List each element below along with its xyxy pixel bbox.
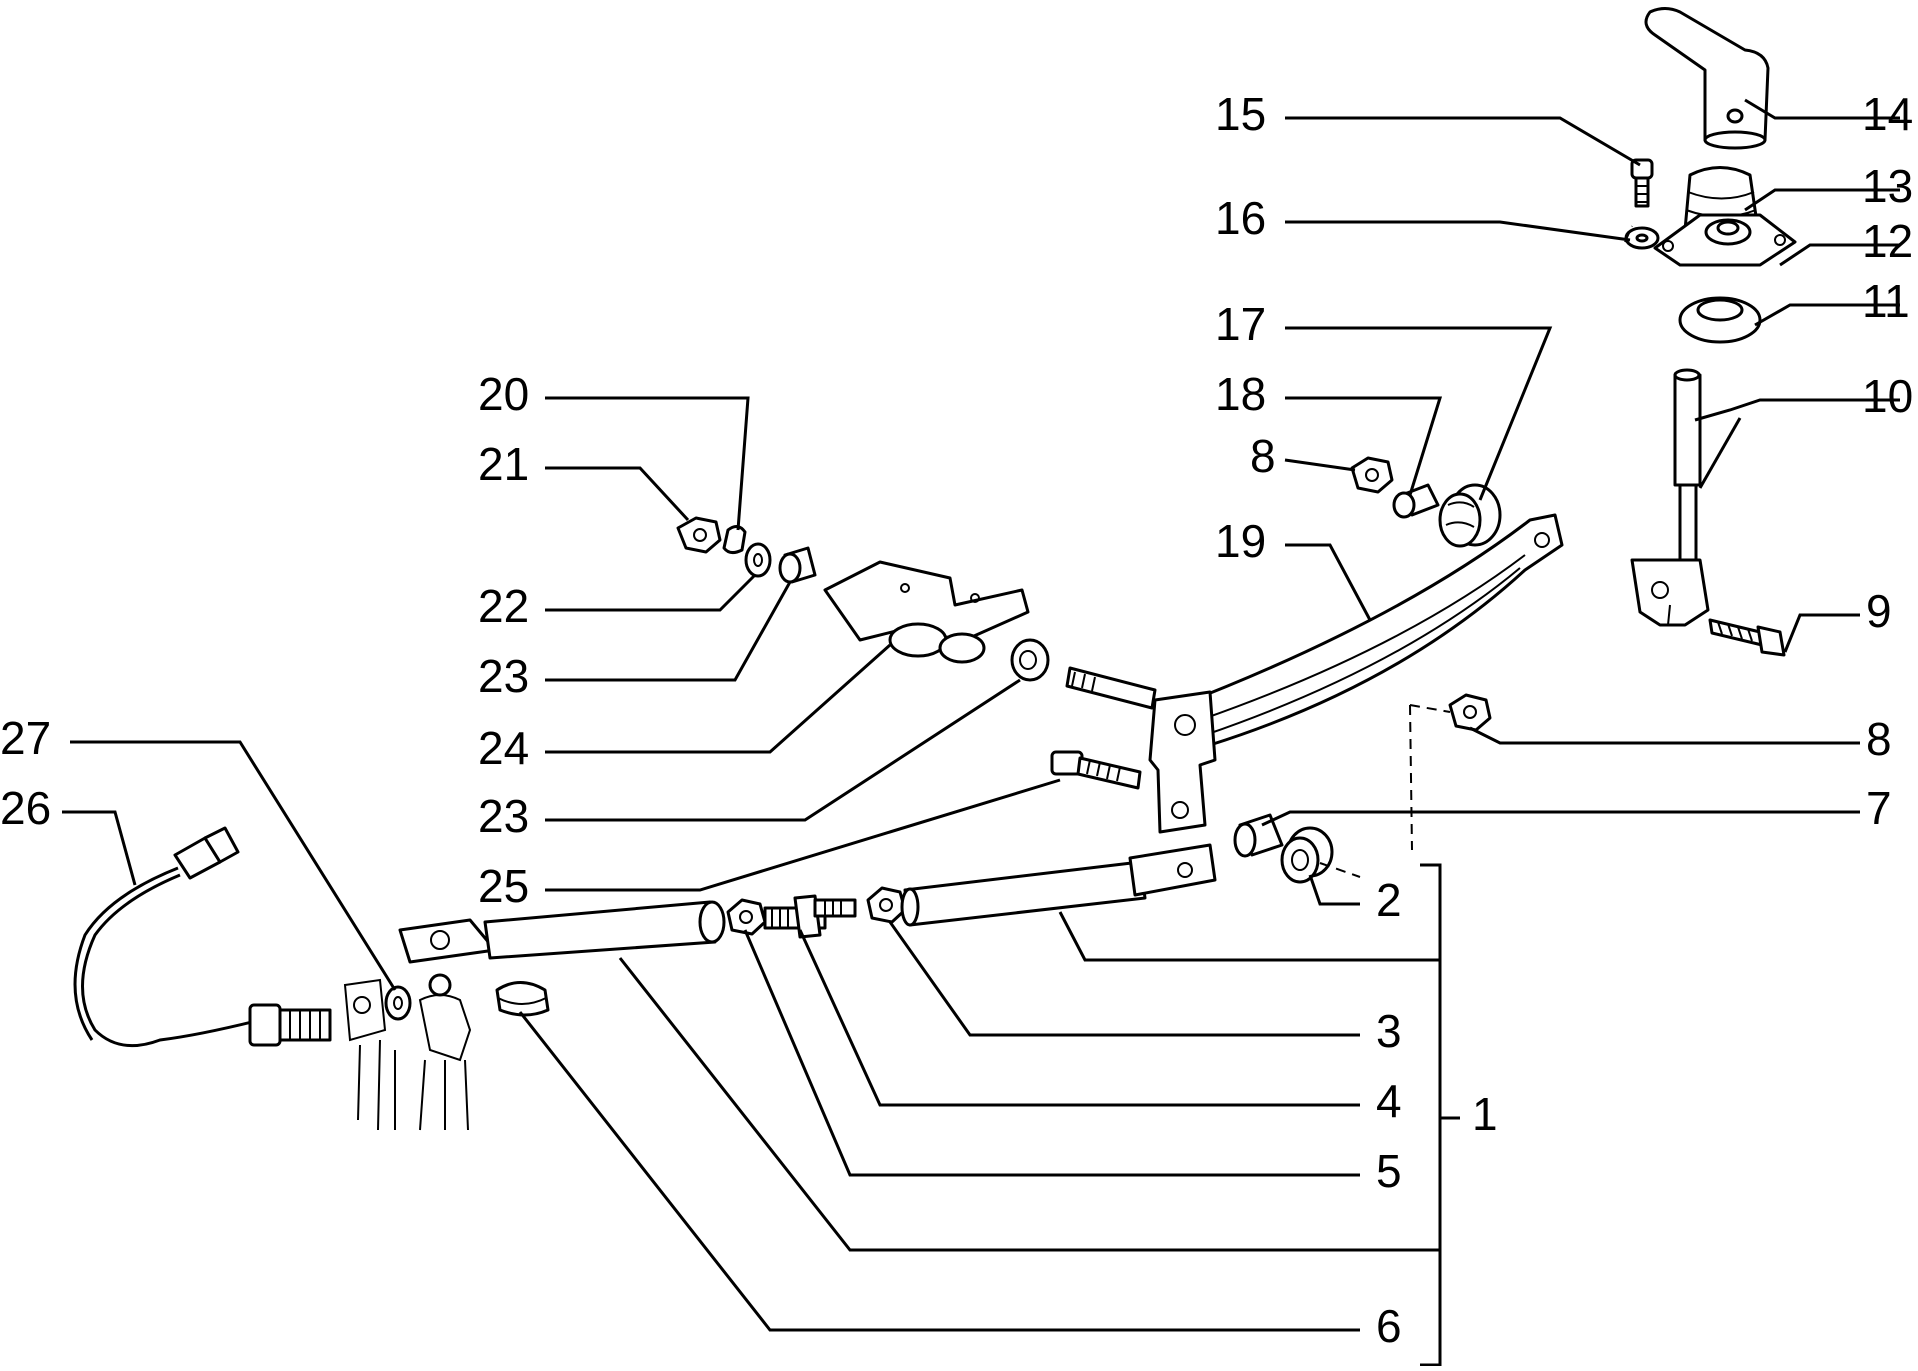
part-26-cable-connector: [73, 826, 332, 1048]
part-12-mounting-plate: [1653, 213, 1797, 267]
callout-22: 22: [478, 580, 529, 632]
callout-7: 7: [1866, 782, 1892, 834]
part-6-rubber-cap: [495, 981, 550, 1017]
callout-10: 10: [1862, 370, 1913, 422]
part-18-spacer: [1392, 483, 1440, 519]
part-8-nut-lower: [1448, 693, 1492, 732]
part-24-bracket: [823, 560, 1030, 664]
callout-25: 25: [478, 860, 529, 912]
part-5-nut: [726, 898, 767, 936]
seat-mount-ghost: [343, 973, 472, 1131]
part-9-bolt: [1708, 618, 1786, 657]
part-11-bushing: [1678, 296, 1762, 344]
part-8-nut-upper: [1350, 456, 1394, 494]
part-3-nut: [866, 886, 907, 924]
callout-14: 14: [1862, 88, 1913, 140]
assembly-dash-line: [1409, 704, 1413, 851]
callout-24: 24: [478, 722, 529, 774]
callout-19: 19: [1215, 515, 1266, 567]
callout-26: 26: [0, 782, 51, 834]
part-4-threaded-stud: [763, 894, 857, 939]
assembly-dash-line: [1409, 704, 1451, 713]
callout-27: 27: [0, 712, 51, 764]
callout-8-lower: 8: [1866, 713, 1892, 765]
callout-18: 18: [1215, 368, 1266, 420]
callout-23-upper: 23: [478, 650, 529, 702]
leader-lines: [62, 98, 1900, 1367]
part-23-bushing-upper: [778, 546, 817, 584]
callout-8-upper: 8: [1250, 430, 1276, 482]
callout-12: 12: [1862, 215, 1913, 267]
part-14-lever-knob: [1644, 7, 1770, 150]
callout-16: 16: [1215, 192, 1266, 244]
part-23-bushing-lower: [1010, 638, 1050, 682]
callout-2: 2: [1376, 874, 1402, 926]
callout-labels: 1 2 3 4 5 6 7 8 8 9 10 11 12 13 14 15 16…: [0, 88, 1913, 1352]
callout-6: 6: [1376, 1300, 1402, 1352]
part-20-split-washer: [722, 525, 747, 555]
part-25-bolt: [1050, 750, 1142, 790]
part-22-washer: [744, 542, 772, 578]
callout-13: 13: [1862, 160, 1913, 212]
part-16-washer: [1624, 226, 1660, 250]
callout-5: 5: [1376, 1145, 1402, 1197]
callout-23-lower: 23: [478, 790, 529, 842]
part-1-rod-rear: [900, 843, 1217, 927]
part-7-spacer: [1233, 813, 1284, 858]
part-17-grommet: [1438, 483, 1502, 548]
part-19-lever-arm: [1065, 513, 1564, 834]
callout-3: 3: [1376, 1005, 1402, 1057]
part-27-washer: [384, 985, 412, 1021]
part-10-lever-rod: [1630, 368, 1710, 627]
callout-20: 20: [478, 368, 529, 420]
callout-15: 15: [1215, 88, 1266, 140]
callout-9: 9: [1866, 585, 1892, 637]
callout-21: 21: [478, 438, 529, 490]
callout-1: 1: [1472, 1088, 1498, 1140]
part-1-rod-front: [398, 900, 726, 964]
assembly-dash-line: [1319, 862, 1361, 878]
callout-17: 17: [1215, 298, 1266, 350]
callout-11: 11: [1862, 275, 1910, 327]
part-15-screw: [1630, 158, 1654, 208]
callout-4: 4: [1376, 1075, 1402, 1127]
part-21-nut: [676, 516, 722, 554]
part-2-bushing: [1280, 826, 1334, 884]
